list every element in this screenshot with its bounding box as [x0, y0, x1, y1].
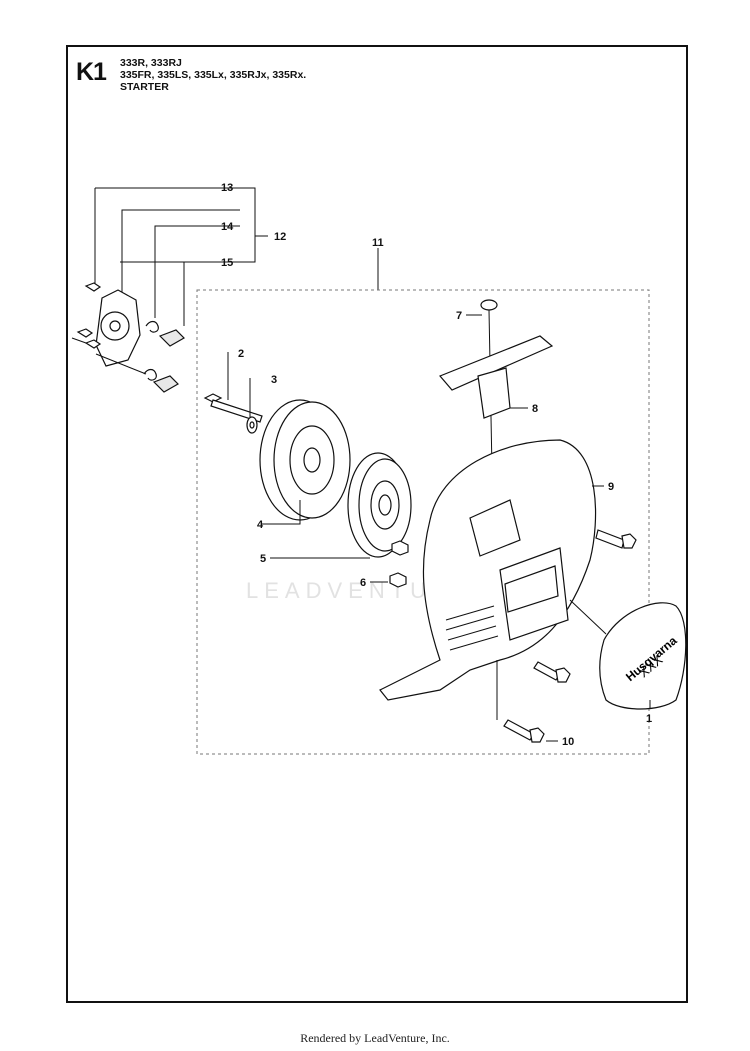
model-line-2: 335FR, 335LS, 335Lx, 335RJx, 335Rx. [120, 69, 307, 81]
footer-credit: Rendered by LeadVenture, Inc. [300, 1031, 450, 1045]
part-6-screws [370, 540, 409, 588]
part-7-8-handle [438, 299, 554, 471]
part-4-pulley [259, 399, 351, 525]
page-code: K1 [76, 58, 107, 86]
part-5-spring [270, 452, 412, 559]
callout-2: 2 [238, 348, 244, 360]
part-3-washer [246, 378, 258, 434]
callout-4: 4 [257, 519, 264, 531]
callout-8: 8 [532, 403, 538, 415]
bracket-12 [94, 187, 268, 326]
callout-11: 11 [372, 237, 384, 249]
pawl-assembly [71, 282, 185, 393]
callout-12: 12 [274, 231, 286, 243]
callout-13: 13 [221, 182, 233, 194]
assembly-outline-11 [196, 248, 650, 755]
callout-10: 10 [562, 736, 574, 748]
callout-7: 7 [456, 310, 462, 322]
callout-6: 6 [360, 577, 366, 589]
part-1-decal: Husqvarna XXX [569, 599, 687, 710]
callout-5: 5 [260, 553, 266, 565]
diagram-frame [66, 45, 688, 1003]
model-line-1: 333R, 333RJ [120, 57, 182, 69]
part-2-bolt [203, 352, 263, 423]
callout-1: 1 [646, 713, 652, 725]
part-10-bolts [496, 660, 571, 743]
callout-9: 9 [608, 481, 614, 493]
callout-3: 3 [271, 374, 277, 386]
callout-15: 15 [221, 257, 233, 269]
model-list: 333R, 333RJ 335FR, 335LS, 335Lx, 335RJx,… [120, 57, 306, 93]
section-title: STARTER [120, 81, 169, 93]
callout-14: 14 [221, 221, 234, 233]
part-9-housing [379, 439, 637, 701]
